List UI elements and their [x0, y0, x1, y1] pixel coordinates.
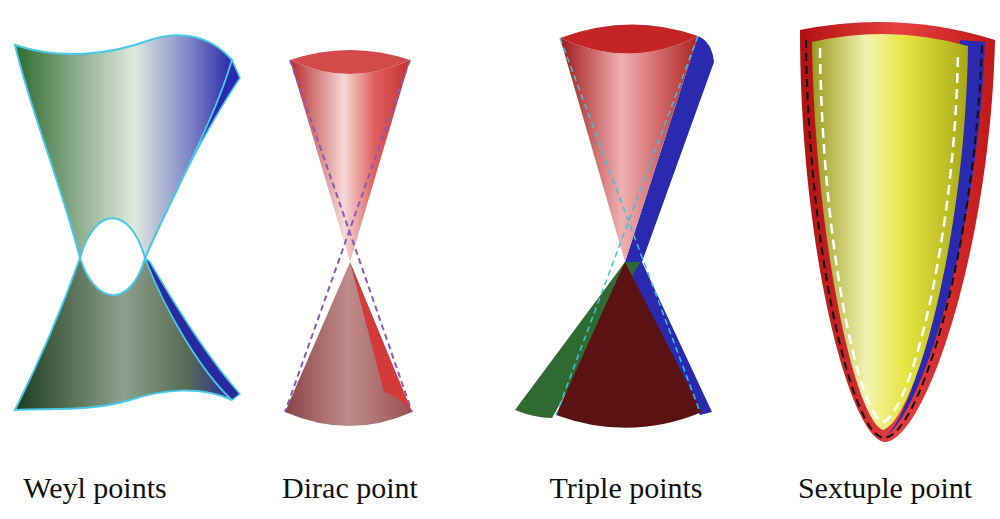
dirac-lower-cone [285, 262, 412, 426]
label-box: Sextuple point [798, 470, 972, 506]
label-box: Weyl points [23, 470, 166, 506]
sextuple-outer-band [800, 22, 995, 442]
figure-label: Sextuple point [798, 471, 972, 504]
dirac-edge-line [285, 60, 412, 412]
sextuple-dash-line [820, 48, 958, 422]
label-box: Triple points [549, 470, 702, 506]
triple-upper-cone [560, 36, 698, 262]
sextuple-inner-band [812, 34, 968, 430]
triple-edge-line [556, 36, 700, 415]
dirac-lower-side [350, 262, 412, 412]
triple-upper-rim [560, 24, 698, 53]
sextuple-dash-line [806, 40, 982, 438]
figure-label: Weyl points [23, 471, 166, 504]
dirac-upper-rim [290, 50, 410, 74]
label-box: Dirac point [282, 470, 418, 506]
weyl-upper-side [145, 60, 240, 258]
weyl-lower-band [15, 258, 232, 410]
figure-label: Dirac point [282, 471, 418, 504]
weyl-lower-side [145, 258, 240, 400]
triple-lower-cone [556, 262, 702, 428]
figure-label: Triple points [549, 471, 702, 504]
